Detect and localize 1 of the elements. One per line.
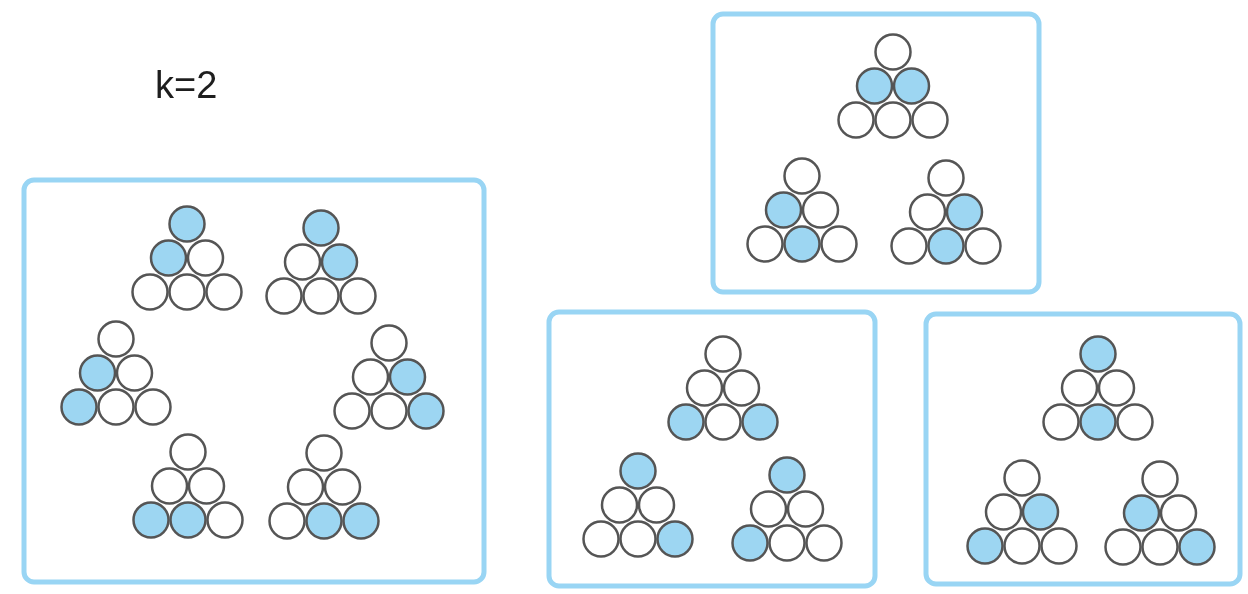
variable-label: k=2 bbox=[155, 66, 218, 104]
